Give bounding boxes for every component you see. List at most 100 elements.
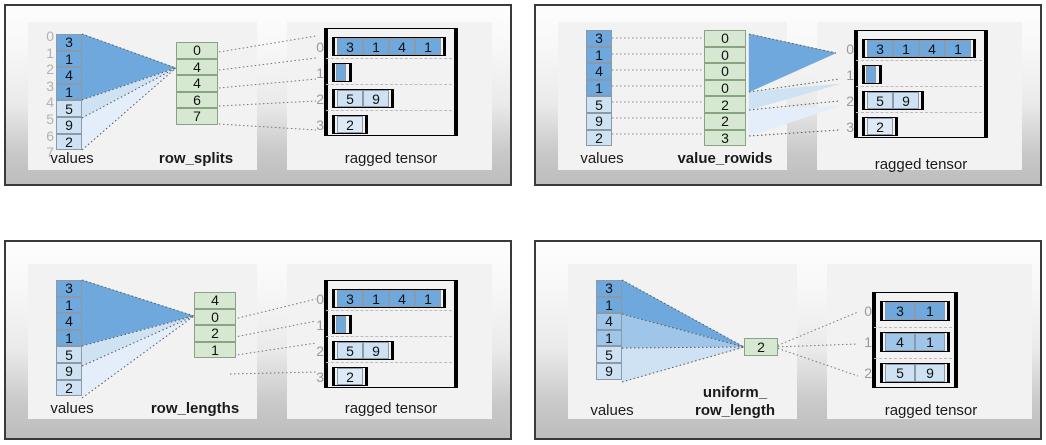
row-bracket — [332, 315, 352, 334]
value-cell: 5 — [56, 100, 82, 117]
caption-encoding-3: row_lengths — [150, 400, 240, 417]
caption-tensor-1: ragged tensor — [344, 150, 438, 167]
tensor-cell: 3 — [885, 302, 915, 320]
row-separator — [874, 358, 952, 359]
ragged-row-index: 0 — [316, 290, 324, 307]
ragged-row-index: 2 — [864, 365, 872, 381]
value-cell: 1 — [56, 83, 82, 101]
caption-encoding-4-line2: row_length — [694, 402, 775, 419]
value-index-label: 7 — [46, 144, 54, 161]
caption-tensor-4: ragged tensor — [884, 402, 978, 419]
value-index-label: 2 — [46, 61, 54, 78]
tensor-cell: 4 — [389, 38, 415, 55]
value-cell: 9 — [596, 363, 622, 380]
caption-tensor-3: ragged tensor — [344, 400, 438, 417]
row-bracket — [880, 363, 950, 383]
tensor-cell: 5 — [337, 90, 363, 107]
value-cell: 9 — [586, 113, 612, 130]
ragged-row-index: 1 — [316, 64, 324, 81]
row-separator — [326, 84, 452, 85]
ragged-row-index: 2 — [316, 342, 324, 359]
value-cell: 1 — [56, 296, 82, 314]
value-cell: 3 — [586, 30, 612, 47]
value-cell: 4 — [586, 63, 612, 80]
value-cell: 1 — [56, 50, 82, 68]
encoding-cell: 2 — [744, 338, 778, 356]
empty-row-cell — [866, 66, 876, 83]
value-index-label: 3 — [46, 77, 54, 94]
row-bracket — [862, 117, 898, 136]
value-cell: 2 — [56, 133, 82, 151]
tensor-cell: 1 — [363, 38, 389, 55]
value-cell: 1 — [586, 46, 612, 64]
value-cell: 1 — [596, 329, 622, 347]
tensor-cell: 2 — [337, 116, 363, 133]
caption-values-1: values — [50, 150, 94, 167]
row-bracket — [862, 91, 924, 110]
row-bracket — [332, 63, 352, 82]
row-separator — [856, 60, 982, 61]
value-index-label: 1 — [46, 44, 54, 61]
encoding-cell: 2 — [704, 113, 746, 130]
row-separator — [856, 86, 982, 87]
tensor-cell: 9 — [915, 364, 945, 382]
row-bracket — [332, 341, 394, 360]
outer-bracket — [872, 292, 958, 388]
tensor-cell: 5 — [867, 92, 893, 109]
outer-bracket — [854, 30, 988, 138]
row-bracket — [880, 301, 950, 321]
row-bracket — [332, 115, 368, 134]
ragged-row-index: 3 — [316, 368, 324, 385]
value-cell: 4 — [596, 313, 622, 330]
encoding-cell: 0 — [176, 42, 218, 59]
value-index-label: 6 — [46, 127, 54, 144]
encoding-cell: 4 — [176, 75, 218, 92]
encoding-cell: 0 — [194, 308, 236, 326]
tensor-cell: 1 — [915, 302, 945, 320]
ragged-row-index: 1 — [864, 334, 872, 350]
value-cell: 4 — [56, 313, 82, 330]
tensor-cell: 2 — [867, 118, 893, 135]
encoding-cell: 7 — [176, 108, 218, 125]
ragged-row-index: 3 — [846, 118, 854, 135]
value-index-label: 5 — [46, 111, 54, 127]
row-bracket — [332, 37, 446, 56]
tensor-cell: 9 — [363, 90, 389, 107]
row-bracket — [862, 65, 882, 84]
tensor-cell: 5 — [337, 342, 363, 359]
encoding-cell: 0 — [704, 63, 746, 80]
value-cell: 5 — [56, 346, 82, 363]
value-cell: 5 — [586, 96, 612, 113]
value-index-label: 4 — [46, 94, 54, 111]
row-separator — [326, 336, 452, 337]
tensor-cell: 9 — [893, 92, 919, 109]
outer-bracket — [324, 28, 458, 136]
outer-bracket — [324, 280, 458, 388]
tensor-cell: 4 — [389, 290, 415, 307]
encoding-cell: 2 — [704, 96, 746, 113]
value-cell: 2 — [586, 129, 612, 147]
ragged-row-index: 2 — [316, 90, 324, 107]
value-cell: 3 — [596, 280, 622, 297]
caption-values-4: values — [590, 402, 634, 419]
value-cell: 9 — [56, 363, 82, 380]
ragged-row-index: 3 — [316, 116, 324, 133]
row-separator — [326, 310, 452, 311]
value-cell: 3 — [56, 34, 82, 51]
tensor-cell: 2 — [337, 368, 363, 385]
row-bracket — [332, 289, 446, 308]
tensor-cell: 1 — [415, 290, 441, 307]
value-cell: 9 — [56, 117, 82, 134]
ragged-row-index: 0 — [864, 303, 872, 319]
encoding-cell: 1 — [194, 341, 236, 359]
row-separator — [326, 58, 452, 59]
caption-encoding-4-line1: uniform_ — [702, 384, 768, 401]
row-separator — [326, 362, 452, 363]
row-bracket — [332, 367, 368, 386]
encoding-cell: 3 — [704, 129, 746, 147]
tensor-cell: 3 — [867, 40, 893, 57]
caption-tensor-2: ragged tensor — [874, 156, 968, 173]
caption-values-3: values — [50, 400, 94, 417]
